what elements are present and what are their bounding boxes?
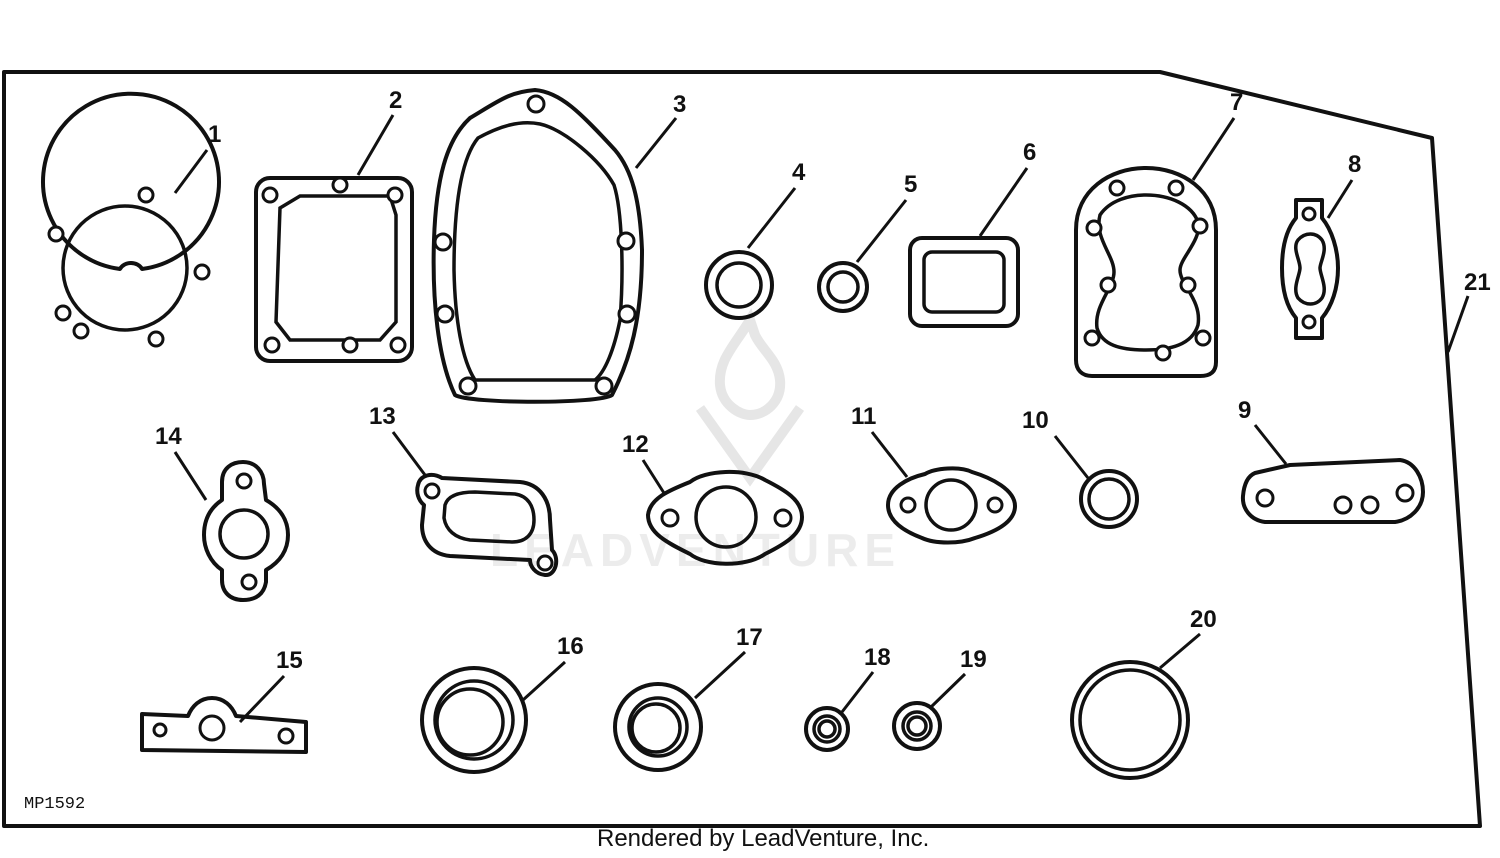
part-10-ring	[1079, 469, 1139, 529]
part-3-gasket	[431, 88, 644, 404]
callout-13: 13	[369, 403, 396, 430]
part-16-seal	[420, 666, 528, 774]
callout-3: 3	[673, 91, 686, 118]
leader-lines	[173, 114, 1470, 724]
part-7-gasket	[1074, 166, 1218, 378]
footer-credit: Rendered by LeadVenture, Inc.	[597, 825, 929, 852]
part-1-gasket	[41, 91, 221, 348]
gasket-kit-outline-21	[2, 70, 1482, 828]
callout-numbers: 1 2 3 4 5 6 7 8 9 10 11 12 13 14 15 16 1…	[155, 87, 1491, 674]
callout-9: 9	[1238, 397, 1251, 424]
part-20-ring	[1070, 660, 1190, 780]
part-4-ring	[704, 250, 774, 320]
callout-1: 1	[208, 121, 221, 148]
part-17-seal	[613, 682, 703, 772]
watermark-text: LEADVENTURE	[490, 524, 901, 576]
callout-21: 21	[1464, 269, 1491, 296]
callout-19: 19	[960, 646, 987, 673]
callout-6: 6	[1023, 139, 1036, 166]
callout-20: 20	[1190, 606, 1217, 633]
part-2-gasket	[254, 176, 414, 363]
callout-17: 17	[736, 624, 763, 651]
callout-4: 4	[792, 159, 806, 186]
leadventure-watermark-logo	[695, 308, 805, 487]
callout-7: 7	[1230, 89, 1243, 116]
part-9-gasket	[1240, 458, 1425, 524]
callout-8: 8	[1348, 151, 1361, 178]
part-11-gasket	[886, 466, 1017, 545]
callout-2: 2	[389, 87, 402, 114]
diagram-code: MP1592	[24, 795, 85, 814]
part-5-ring	[817, 261, 869, 313]
callout-18: 18	[864, 644, 891, 671]
part-18-seal	[804, 706, 850, 752]
part-8-gasket	[1280, 198, 1340, 340]
part-14-gasket	[202, 460, 290, 602]
part-19-seal	[892, 701, 942, 751]
callout-14: 14	[155, 423, 182, 450]
callout-12: 12	[622, 431, 649, 458]
part-13-gasket	[415, 472, 559, 577]
callout-15: 15	[276, 647, 303, 674]
part-12-gasket	[646, 470, 804, 566]
callout-11: 11	[851, 403, 876, 430]
callout-16: 16	[557, 633, 584, 660]
part-15-gasket	[140, 696, 308, 754]
callout-10: 10	[1022, 407, 1049, 434]
part-6-gasket	[908, 236, 1020, 328]
callout-5: 5	[904, 171, 917, 198]
